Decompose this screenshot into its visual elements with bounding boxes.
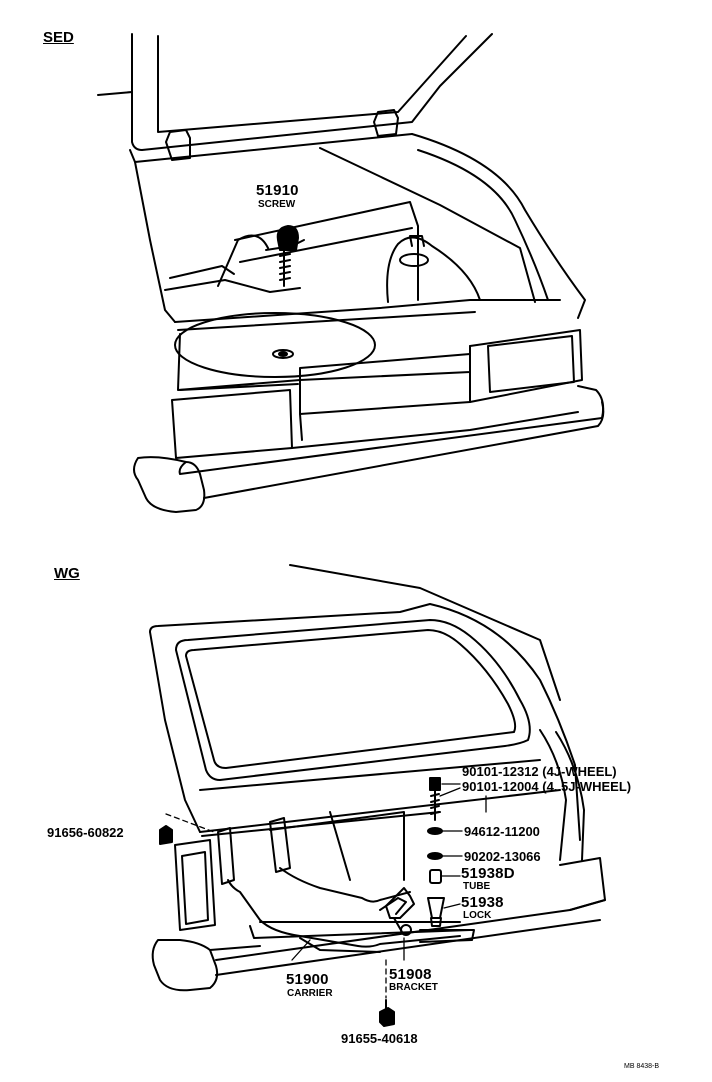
bolt-45j-part-number: 90101-12004 (4. 5J-WHEEL) xyxy=(462,779,632,794)
tube-part-name: TUBE xyxy=(463,881,491,892)
bracket-part-name: BRACKET xyxy=(389,982,438,993)
leader-lines xyxy=(165,783,487,999)
clip-part-number: 91656-60822 xyxy=(47,825,124,840)
wagon-tailgate-illustration xyxy=(149,564,606,1027)
drawing-reference-code: MB 8438-B xyxy=(624,1063,660,1070)
carrier-part-name: CARRIER xyxy=(287,988,333,999)
bolt-4j-part-number: 90101-12312 (4J-WHEEL) xyxy=(462,764,617,779)
washer-1-part-number: 94612-11200 xyxy=(464,824,540,839)
lock-part-number: 51938 xyxy=(461,894,504,911)
tube-part-number: 51938D xyxy=(461,865,515,882)
washer-2-part-number: 90202-13066 xyxy=(464,849,541,864)
lock-part-name: LOCK xyxy=(463,910,492,921)
wagon-section-label: WG xyxy=(54,565,80,582)
sedan-trunk-illustration xyxy=(97,33,605,513)
screw-part-number: 51910 xyxy=(256,182,299,199)
bottom-bolt-part-number: 91655-40618 xyxy=(341,1031,418,1046)
screw-part-name: SCREW xyxy=(258,199,296,210)
bracket-part-number: 51908 xyxy=(389,966,432,983)
sedan-section-label: SED xyxy=(43,29,74,46)
carrier-part-number: 51900 xyxy=(286,971,329,988)
